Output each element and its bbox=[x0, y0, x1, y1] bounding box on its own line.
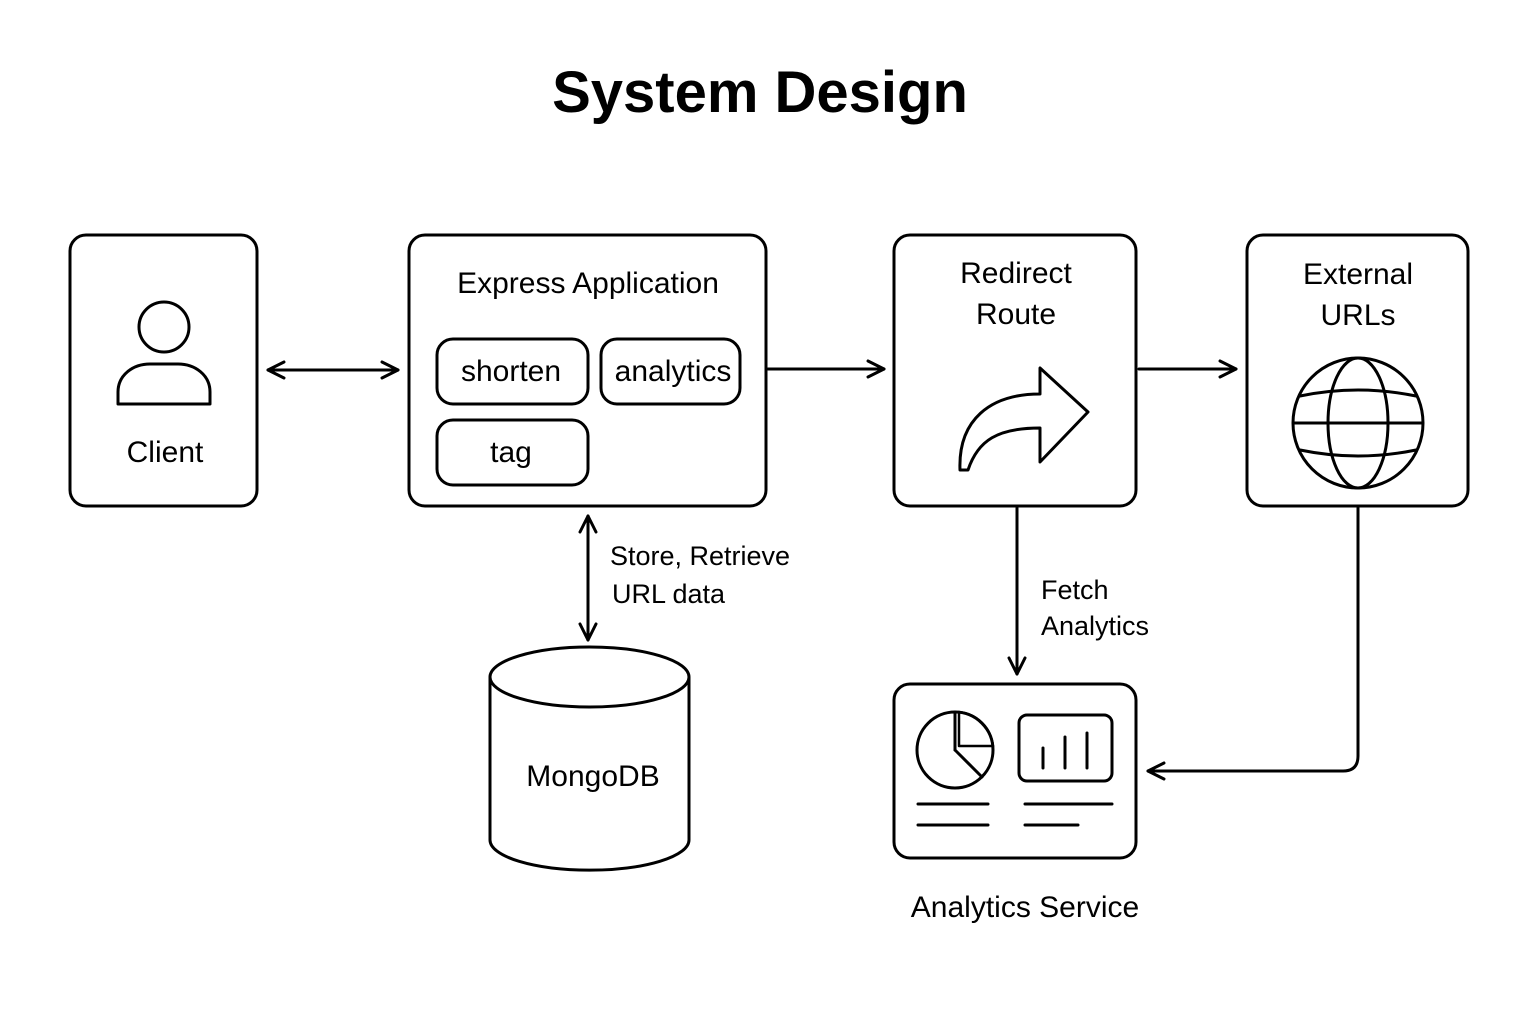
store-retrieve-label-line2: URL data bbox=[612, 579, 726, 609]
express-application-label: Express Application bbox=[457, 267, 719, 300]
module-shorten-label: shorten bbox=[461, 355, 561, 388]
analytics-service-label: Analytics Service bbox=[911, 891, 1139, 924]
module-analytics-label: analytics bbox=[615, 355, 732, 388]
client-node: Client bbox=[68, 233, 259, 508]
redirect-arrow-icon bbox=[958, 366, 1090, 472]
fetch-analytics-label-line1: Fetch bbox=[1041, 575, 1109, 605]
external-urls-label-line2: URLs bbox=[1320, 299, 1395, 332]
module-tag-label: tag bbox=[490, 436, 532, 469]
mongodb-node: MongoDB bbox=[488, 645, 691, 872]
diagram-title: System Design bbox=[552, 60, 968, 125]
module-analytics: analytics bbox=[599, 337, 742, 406]
redirect-route-label-line2: Route bbox=[976, 298, 1056, 331]
external-analytics-edge bbox=[1146, 506, 1360, 781]
redirect-route-label-line1: Redirect bbox=[960, 257, 1072, 290]
globe-icon bbox=[1291, 356, 1425, 490]
user-icon bbox=[116, 300, 212, 406]
module-tag: tag bbox=[435, 418, 590, 487]
database-cylinder-icon bbox=[488, 645, 691, 872]
external-urls-label-line1: External bbox=[1303, 258, 1413, 291]
fetch-analytics-label-line2: Analytics bbox=[1041, 611, 1149, 641]
bar-chart-icon bbox=[1017, 713, 1114, 783]
external-urls-node: External URLs bbox=[1245, 233, 1470, 508]
store-retrieve-label-line1: Store, Retrieve bbox=[610, 541, 790, 571]
express-application-node: Express Application shorten analytics ta… bbox=[407, 233, 768, 508]
mongodb-label: MongoDB bbox=[526, 760, 659, 793]
client-label: Client bbox=[127, 436, 204, 469]
module-shorten: shorten bbox=[435, 337, 590, 406]
pie-chart-icon bbox=[915, 710, 995, 790]
dashboard-icon bbox=[915, 710, 1114, 827]
analytics-service-node bbox=[892, 682, 1138, 860]
redirect-route-node: Redirect Route bbox=[892, 233, 1138, 508]
